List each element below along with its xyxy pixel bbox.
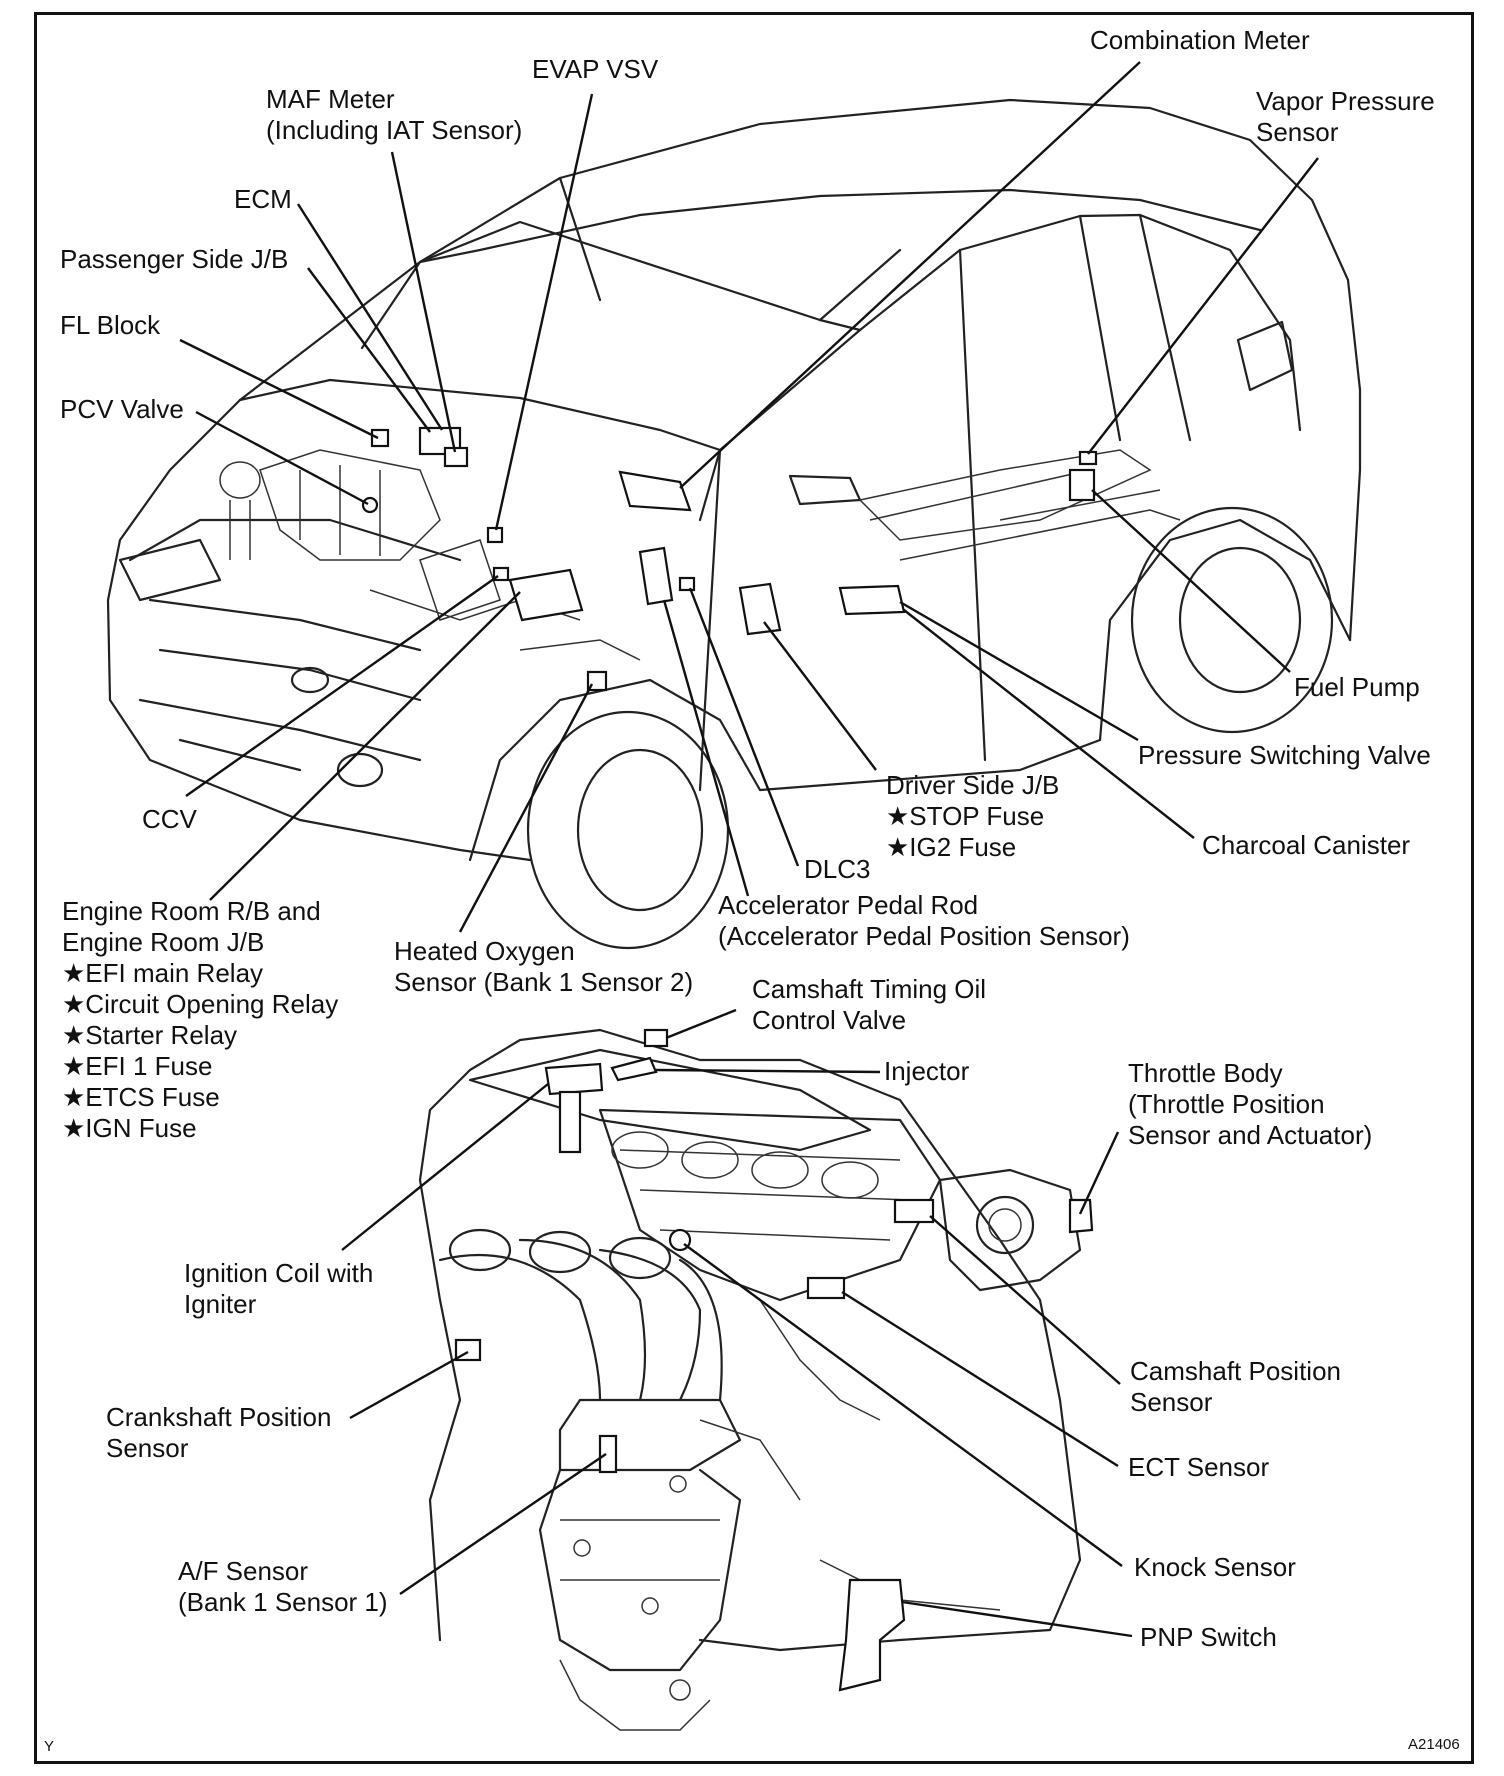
accelerator-pedal-part — [638, 546, 674, 606]
fl-block-part — [370, 428, 390, 448]
label-charcoal-canister: Charcoal Canister — [1202, 830, 1411, 860]
figure-code: A21406 — [1408, 1736, 1460, 1753]
pcv-valve-part — [361, 496, 379, 514]
ignition-coil-stem — [558, 1090, 582, 1154]
label-pressure-switching-valve: Pressure Switching Valve — [1138, 740, 1431, 770]
label-combination-meter: Combination Meter — [1090, 25, 1310, 55]
evap-vsv-part — [486, 526, 504, 544]
label-vapor-pressure-sensor: Vapor Pressure Sensor — [1256, 86, 1435, 147]
label-af-sensor: A/F Sensor (Bank 1 Sensor 1) — [178, 1556, 388, 1617]
vapor-pressure-part — [1078, 450, 1098, 466]
ignition-coil-part — [544, 1062, 604, 1096]
label-ecm: ECM — [234, 184, 292, 214]
label-maf-meter: MAF Meter (Including IAT Sensor) — [266, 84, 523, 145]
charcoal-canister-part — [838, 584, 906, 616]
label-fl-block: FL Block — [60, 310, 161, 340]
diagram-frame — [34, 12, 1474, 1764]
maf-meter-part — [443, 446, 469, 468]
label-ignition-coil: Ignition Coil with Igniter — [184, 1258, 374, 1319]
engine-room-rb-part — [508, 568, 584, 622]
injector-part — [610, 1056, 658, 1082]
label-fuel-pump: Fuel Pump — [1294, 672, 1420, 702]
label-dlc3: DLC3 — [804, 854, 871, 884]
label-evap-vsv: EVAP VSV — [532, 54, 659, 84]
pnp-switch-part — [838, 1578, 906, 1692]
ect-sensor-part — [806, 1276, 846, 1300]
corner-mark-left: Y — [44, 1738, 55, 1755]
fuel-pump-part — [1068, 468, 1096, 502]
label-engine-room-rb: Engine Room R/B and Engine Room J/B ★EFI… — [62, 896, 339, 1143]
vehicle-outline — [106, 98, 1362, 950]
label-pcv-valve: PCV Valve — [60, 394, 184, 424]
driver-jb-part — [738, 582, 782, 636]
label-heated-oxygen-sensor: Heated Oxygen Sensor (Bank 1 Sensor 2) — [394, 936, 694, 997]
label-ect-sensor: ECT Sensor — [1128, 1452, 1270, 1482]
label-knock-sensor: Knock Sensor — [1134, 1552, 1296, 1582]
vehicle-components — [361, 426, 1098, 692]
label-camshaft-position-sensor: Camshaft Position Sensor — [1130, 1356, 1341, 1417]
label-throttle-body: Throttle Body (Throttle Position Sensor … — [1128, 1058, 1373, 1150]
label-crankshaft-position-sensor: Crankshaft Position Sensor — [106, 1402, 332, 1463]
label-camshaft-timing-ocv: Camshaft Timing Oil Control Valve — [752, 974, 987, 1035]
leader-lines — [179, 61, 1319, 1638]
label-driver-side-jb: Driver Side J/B ★STOP Fuse ★IG2 Fuse — [886, 770, 1060, 862]
combination-meter-part — [618, 470, 692, 512]
dlc3-part — [678, 576, 696, 592]
ocv-part — [643, 1028, 669, 1048]
label-passenger-side-jb: Passenger Side J/B — [60, 244, 289, 274]
label-pnp-switch: PNP Switch — [1140, 1622, 1277, 1652]
label-ccv: CCV — [142, 804, 197, 834]
camshaft-position-part — [893, 1198, 935, 1224]
label-accelerator-pedal-rod: Accelerator Pedal Rod (Accelerator Pedal… — [718, 890, 1130, 951]
label-injector: Injector — [884, 1056, 970, 1086]
engine-outline — [418, 1028, 1094, 1731]
af-sensor-part — [598, 1434, 618, 1474]
engine-components — [454, 1028, 935, 1692]
